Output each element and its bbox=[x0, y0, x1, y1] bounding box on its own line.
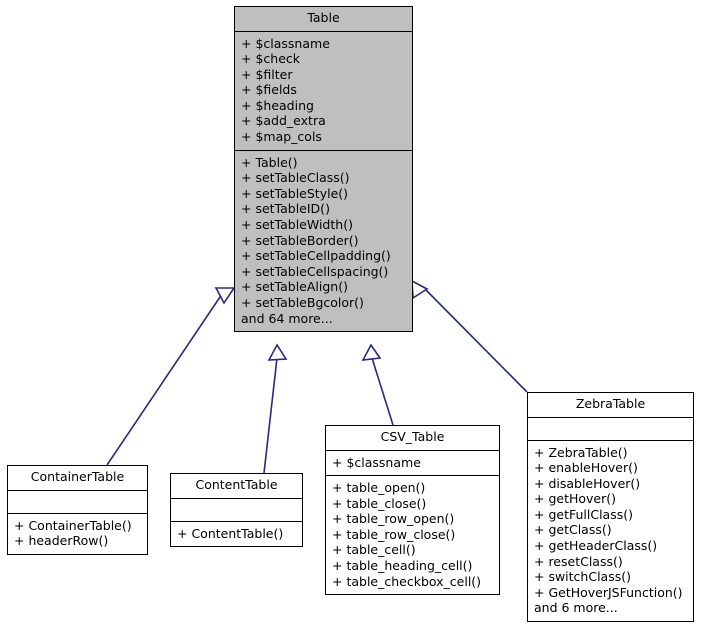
uml-attribute: + $fields bbox=[241, 82, 297, 98]
divider bbox=[171, 520, 302, 522]
uml-attributes-zebratable bbox=[528, 418, 693, 440]
uml-operation: + table_heading_cell() bbox=[332, 558, 473, 574]
uml-operations-zebratable: + ZebraTable() + enableHover() + disable… bbox=[528, 441, 693, 622]
divider bbox=[8, 489, 147, 491]
uml-operation-more: and 6 more... bbox=[534, 600, 618, 616]
edge-contenttable-to-table bbox=[263, 357, 278, 474]
uml-attribute: + $add_extra bbox=[241, 113, 326, 129]
uml-operation: + setTableBgcolor() bbox=[241, 295, 364, 310]
edge-zebratable-to-table bbox=[423, 287, 528, 393]
uml-operation: + setTableID() bbox=[241, 201, 330, 217]
uml-class-name-contenttable: ContentTable bbox=[195, 477, 278, 492]
uml-operation: + disableHover() bbox=[534, 475, 641, 491]
uml-operation: + setTableCellpadding() bbox=[241, 248, 391, 264]
divider bbox=[528, 439, 693, 441]
uml-operation: + resetClass() bbox=[534, 553, 623, 569]
uml-attributes-table: + $classname + $check + $filter + $field… bbox=[235, 32, 412, 150]
uml-attribute: + $classname bbox=[241, 35, 330, 51]
uml-class-zebratable[interactable]: ZebraTable + ZebraTable() + enableHover(… bbox=[527, 392, 694, 623]
uml-operation: + Table() bbox=[241, 154, 298, 170]
uml-operation: + setTableCellspacing() bbox=[241, 263, 389, 279]
uml-operations-csvtable: + table_open() + table_close() + table_r… bbox=[326, 476, 499, 594]
uml-operation: + GetHoverJSFunction() bbox=[534, 584, 683, 600]
uml-class-contenttable[interactable]: ContentTable + ContentTable() bbox=[170, 473, 303, 548]
uml-class-name-zebratable: ZebraTable bbox=[575, 396, 646, 411]
uml-operation: + table_close() bbox=[332, 495, 427, 511]
uml-operation: + switchClass() bbox=[534, 569, 631, 585]
uml-operation: + setTableClass() bbox=[241, 170, 350, 186]
uml-operations-contenttable: + ContentTable() bbox=[171, 522, 302, 547]
uml-operation: + headerRow() bbox=[14, 533, 109, 549]
edge-csvtable-to-table bbox=[371, 357, 394, 426]
uml-class-name-table: Table bbox=[307, 10, 340, 25]
uml-attributes-csvtable: + $classname bbox=[326, 451, 499, 476]
uml-attribute: + $check bbox=[241, 51, 300, 67]
arrowhead-zebratable bbox=[411, 279, 429, 300]
uml-operations-table: + Table() + setTableClass() + setTableSt… bbox=[235, 151, 412, 332]
uml-class-name-containertable: ContainerTable bbox=[30, 469, 125, 484]
divider bbox=[235, 30, 412, 32]
divider bbox=[528, 416, 693, 418]
uml-attribute: + $heading bbox=[241, 97, 314, 113]
arrowhead-csvtable bbox=[361, 343, 382, 361]
uml-attributes-contenttable bbox=[171, 499, 302, 521]
uml-operation: + enableHover() bbox=[534, 460, 638, 476]
uml-operation-more: and 64 more... bbox=[241, 310, 333, 326]
uml-operations-containertable: + ContainerTable() + headerRow() bbox=[8, 514, 147, 554]
uml-attributes-containertable bbox=[8, 491, 147, 513]
uml-operation: + ContainerTable() bbox=[14, 517, 132, 533]
uml-operation: + getHover() bbox=[534, 491, 617, 507]
divider bbox=[8, 512, 147, 514]
arrowhead-containertable bbox=[214, 287, 236, 305]
uml-operation: + ZebraTable() bbox=[534, 444, 628, 460]
uml-operation: + table_row_close() bbox=[332, 526, 456, 542]
divider bbox=[235, 149, 412, 151]
uml-operation: + setTableWidth() bbox=[241, 217, 353, 233]
divider bbox=[326, 449, 499, 451]
uml-operation: + setTableStyle() bbox=[241, 185, 349, 201]
uml-class-containertable[interactable]: ContainerTable + ContainerTable() + head… bbox=[7, 465, 148, 555]
uml-attribute: + $map_cols bbox=[241, 129, 322, 145]
divider bbox=[326, 475, 499, 477]
uml-operation: + table_cell() bbox=[332, 542, 416, 558]
uml-operation: + table_checkbox_cell() bbox=[332, 573, 482, 589]
divider bbox=[171, 497, 302, 499]
uml-attribute: + $filter bbox=[241, 66, 293, 82]
arrowhead-contenttable bbox=[267, 343, 288, 361]
uml-operation: + getFullClass() bbox=[534, 506, 633, 522]
uml-operation: + setTableAlign() bbox=[241, 279, 348, 295]
uml-operation: + table_row_open() bbox=[332, 511, 455, 527]
uml-attribute: + $classname bbox=[332, 454, 421, 470]
uml-class-name-csvtable: CSV_Table bbox=[380, 429, 445, 444]
edge-containertable-to-table bbox=[106, 293, 223, 466]
uml-operation: + ContentTable() bbox=[177, 525, 284, 541]
uml-operation: + getClass() bbox=[534, 522, 612, 538]
uml-operation: + setTableBorder() bbox=[241, 232, 359, 248]
uml-operation: + getHeaderClass() bbox=[534, 538, 658, 554]
uml-operation: + table_open() bbox=[332, 480, 426, 496]
uml-class-table[interactable]: Table + $classname + $check + $filter + … bbox=[234, 6, 413, 333]
uml-class-csvtable[interactable]: CSV_Table + $classname + table_open() + … bbox=[325, 425, 500, 596]
